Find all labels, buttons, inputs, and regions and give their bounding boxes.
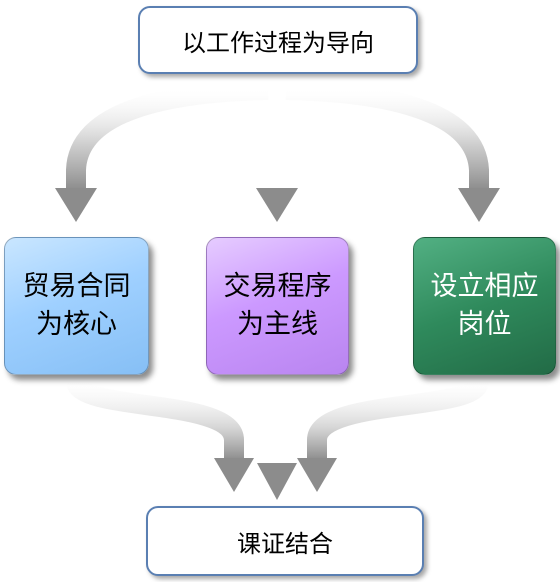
node-contract-line-1: 贸易合同 — [22, 271, 131, 302]
node-position: 设立相应 岗位 — [413, 237, 556, 375]
node-procedure-line-2: 为主线 — [237, 309, 318, 340]
arrowhead-contract-to-bottom — [214, 458, 254, 492]
arrowhead-top-to-procedure — [256, 188, 298, 222]
top-connectors — [55, 80, 500, 222]
node-position-line-1: 设立相应 — [430, 271, 539, 302]
node-procedure: 交易程序 为主线 — [206, 237, 349, 375]
connector-top-to-contract — [66, 80, 269, 190]
bottom-connectors — [66, 377, 489, 500]
arrowhead-top-to-contract — [55, 188, 97, 222]
node-contract: 贸易合同 为核心 — [4, 237, 149, 375]
connector-top-to-position — [285, 80, 489, 190]
connector-contract-to-bottom — [66, 377, 244, 460]
bottom-box: 课证结合 — [146, 506, 424, 576]
node-procedure-line-1: 交易程序 — [223, 271, 332, 302]
arrowhead-position-to-bottom — [297, 458, 337, 492]
node-position-line-2: 岗位 — [457, 309, 512, 340]
top-box: 以工作过程为导向 — [138, 6, 418, 74]
connector-position-to-bottom — [307, 377, 489, 460]
arrowhead-procedure-to-bottom — [257, 463, 297, 500]
node-contract-line-2: 为核心 — [36, 309, 117, 340]
bottom-box-label: 课证结合 — [237, 529, 333, 558]
top-box-label: 以工作过程为导向 — [182, 28, 374, 57]
arrowhead-top-to-position — [458, 188, 500, 222]
